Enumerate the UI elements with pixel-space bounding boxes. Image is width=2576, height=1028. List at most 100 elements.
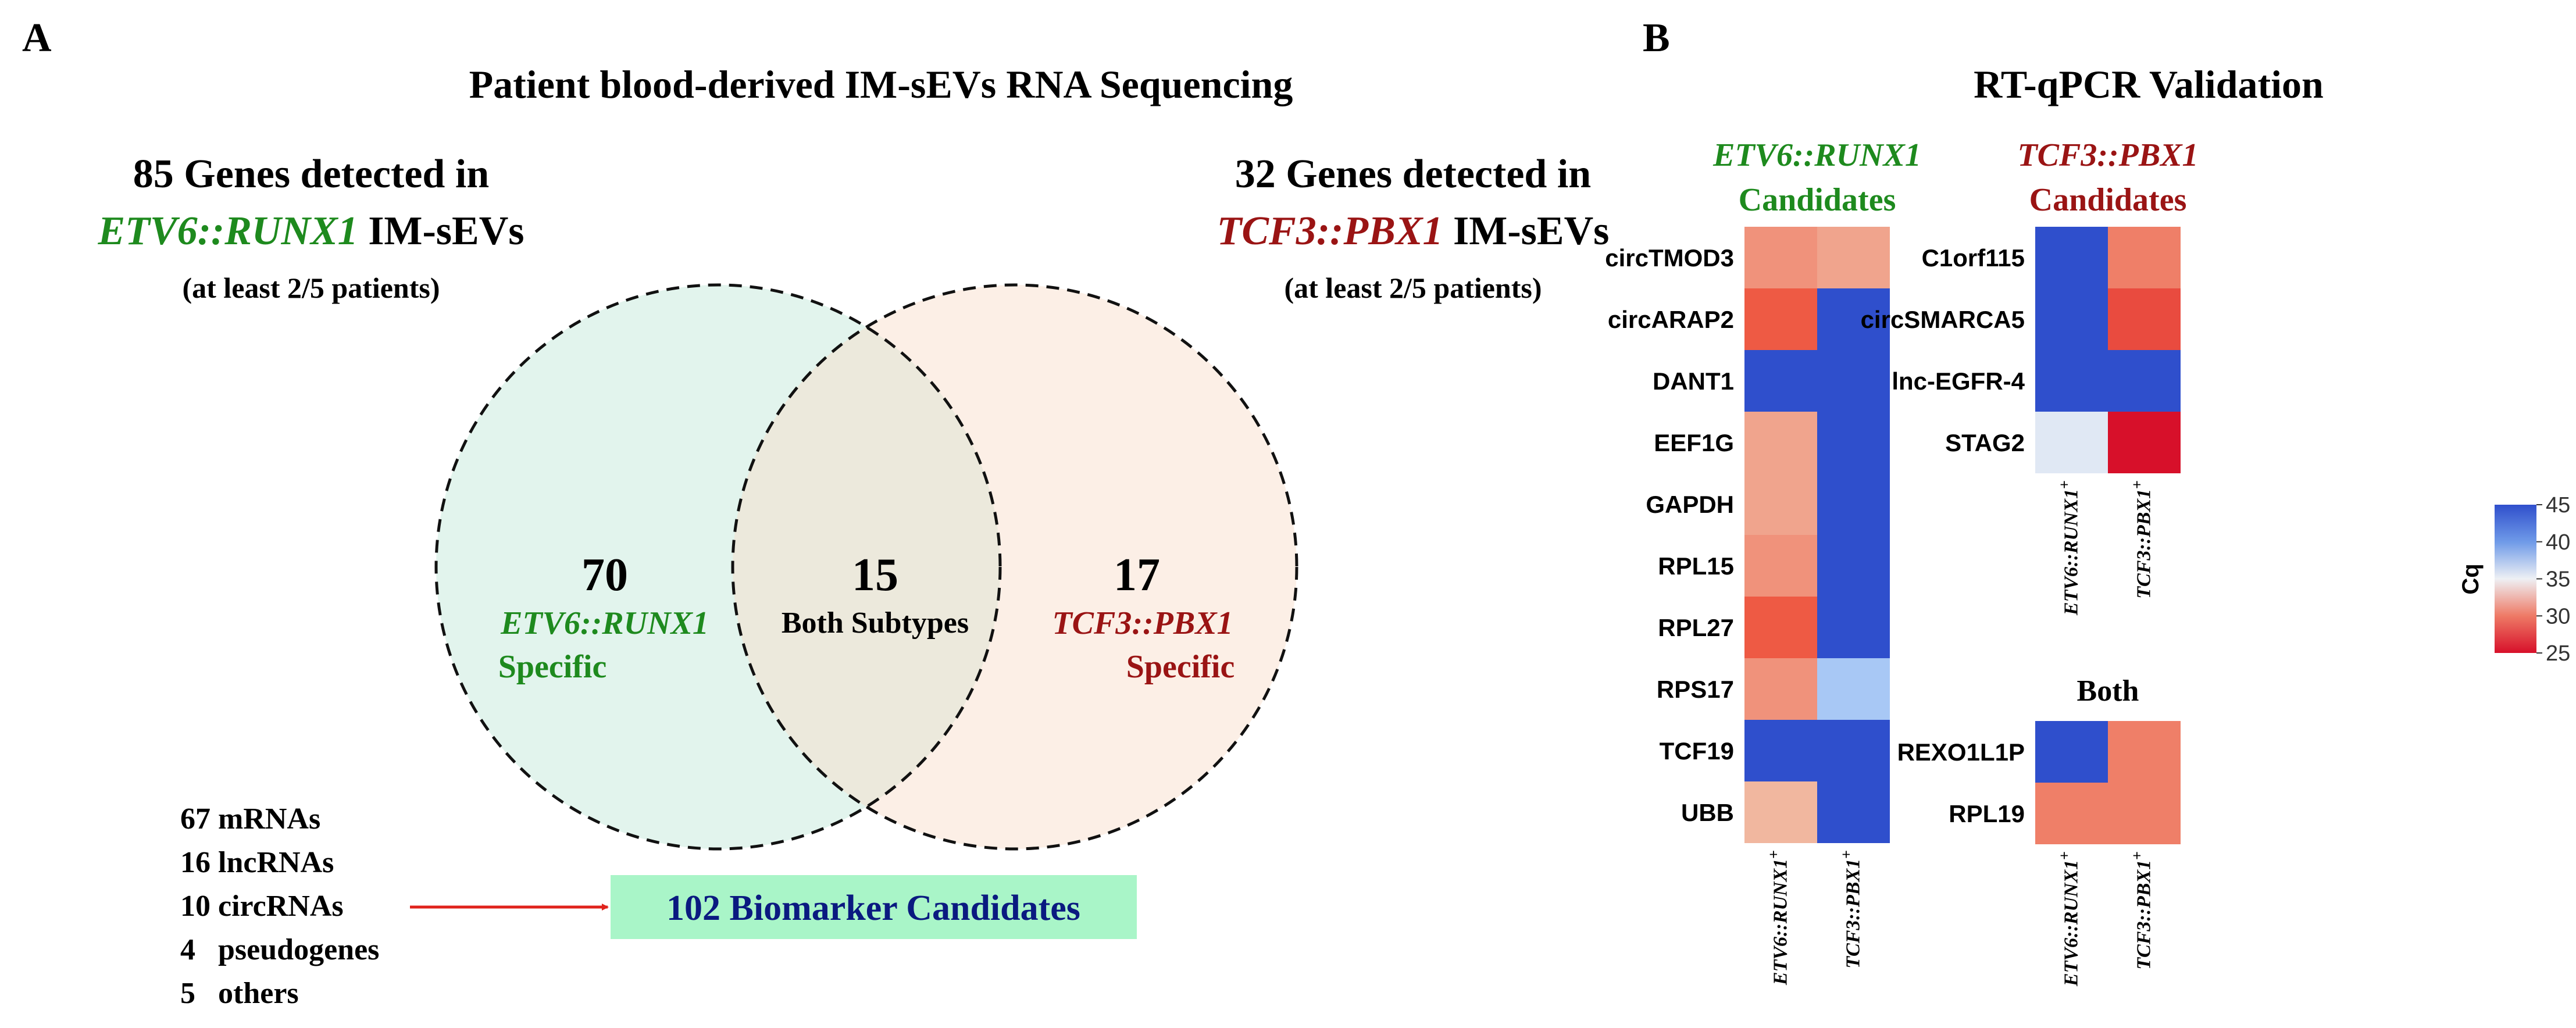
heatmap-column-label: ETV6::RUNX1+ [1765, 850, 1792, 986]
heatmap-cell [1744, 288, 1817, 350]
heatmap-cell [2108, 288, 2181, 350]
right-region-specific: Specific [1126, 649, 1235, 685]
panel-b: B RT-qPCR Validation ETV6::RUNX1Candidat… [1605, 16, 2570, 987]
venn-circle-left [434, 283, 1002, 851]
heatmap-cell [1744, 535, 1817, 597]
column-label-superscript: + [2056, 851, 2073, 860]
right-region-count: 17 [1114, 549, 1160, 601]
colorbar-tick-label: 35 [2546, 567, 2570, 592]
breakdown-item: 4 pseudogenes [180, 933, 379, 966]
colorbar-tick-label: 30 [2546, 604, 2570, 629]
colorbar-tick-label: 25 [2546, 641, 2570, 666]
heatmap-column-label: TCF3::PBX1+ [2129, 851, 2155, 970]
heatmap-group-title: Both [2077, 674, 2139, 708]
heatmap-group: TCF3::PBX1CandidatesC1orf115circSMARCA5l… [1861, 137, 2199, 616]
heatmap-cell [1744, 720, 1817, 781]
heatmap-cell [2108, 721, 2181, 783]
heatmap-row-label: STAG2 [1945, 429, 2025, 456]
heatmap-column-label: ETV6::RUNX1+ [2056, 480, 2082, 616]
right-region-subtype: TCF3::PBX1 [1052, 605, 1233, 641]
heatmap-cell [1744, 412, 1817, 473]
breakdown-item: 5 others [180, 977, 299, 1010]
heatmap-group-subtitle: Candidates [2029, 182, 2187, 218]
heatmap-cell [2035, 350, 2108, 412]
heatmap-row-label: RPS17 [1657, 676, 1734, 703]
heatmap-row-label: DANT1 [1653, 367, 1734, 395]
heatmap-row-label: C1orf115 [1922, 244, 2025, 272]
left-set-heading: 85 Genes detected in [133, 152, 489, 197]
heatmap-cell [1817, 535, 1890, 597]
heatmap-cell [1744, 350, 1817, 412]
breakdown-item: 67 mRNAs [180, 802, 320, 836]
column-label-superscript: + [2129, 480, 2146, 489]
heatmap-cell [1817, 350, 1890, 412]
column-label-text: TCF3::PBX1 [2133, 860, 2155, 970]
heatmap-cell [2108, 227, 2181, 288]
right-set-heading: 32 Genes detected in [1235, 152, 1591, 197]
colorbar-tick-label: 40 [2546, 530, 2570, 555]
heatmap-group-subtitle: Candidates [1739, 182, 1896, 218]
heatmap-group: ETV6::RUNX1 CandidatescircTMOD3circARAP2D… [1605, 137, 1921, 986]
heatmap-row-label: RPL27 [1658, 614, 1734, 641]
colorbar-ticks: 45 40 35 30 25 [2536, 493, 2570, 666]
heatmap-cell [2035, 412, 2108, 473]
heatmap-row-label: REXO1L1P [1897, 738, 2025, 766]
left-set-suffix: IM-sEVs [358, 209, 525, 254]
column-label-text: TCF3::PBX1 [1843, 859, 1864, 969]
venn-circle-right [731, 283, 1298, 851]
heatmap-cell [2035, 783, 2108, 844]
column-label-superscript: + [2056, 480, 2073, 489]
heatmap-cell [1817, 597, 1890, 658]
heatmap-cell [1817, 288, 1890, 350]
heatmap-cell [2108, 783, 2181, 844]
panel-a-title: Patient blood-derived IM-sEVs RNA Sequen… [469, 62, 1293, 106]
heatmap-cell [1817, 720, 1890, 781]
heatmap-cell [1817, 658, 1890, 720]
heatmap-row-label: TCF19 [1660, 737, 1734, 765]
heatmap-row-label: RPL19 [1949, 800, 2025, 827]
column-label-text: ETV6::RUNX1 [1770, 859, 1792, 986]
panel-a: A Patient blood-derived IM-sEVs RNA Sequ… [22, 16, 1609, 1010]
heatmap-group-title: TCF3::PBX1 [2017, 137, 2198, 173]
left-set-subtype-line: ETV6::RUNX1 IM-sEVs [97, 209, 524, 254]
heatmap-row-label: circARAP2 [1608, 306, 1734, 333]
column-label-superscript: + [2129, 851, 2146, 860]
left-region-count: 70 [581, 549, 628, 601]
left-set-note: (at least 2/5 patients) [183, 272, 440, 304]
right-set-suffix: IM-sEVs [1443, 209, 1610, 254]
overlap-label: Both Subtypes [782, 606, 969, 640]
heatmap-cell [2108, 412, 2181, 473]
column-label-superscript: + [1765, 850, 1782, 859]
heatmap-cell [1744, 597, 1817, 658]
colorbar-tick-label: 45 [2546, 493, 2570, 517]
column-label-superscript: + [1838, 850, 1855, 859]
heatmap-cell [1817, 473, 1890, 535]
left-set-subtype: ETV6::RUNX1 [97, 209, 358, 254]
right-set-subtype: TCF3::PBX1 [1217, 209, 1443, 254]
heatmap-cell [2035, 721, 2108, 783]
heatmap-cell [1744, 658, 1817, 720]
breakdown-item: 16 lncRNAs [180, 846, 334, 879]
right-set-note: (at least 2/5 patients) [1285, 272, 1542, 304]
heatmap-row-label: GAPDH [1646, 491, 1734, 518]
heatmap-cell [2035, 227, 2108, 288]
venn-overlap-fill [733, 285, 1000, 849]
heatmap-row-label: UBB [1681, 799, 1734, 826]
heatmap-row-label: circTMOD3 [1605, 244, 1734, 272]
heatmap-row-label: circSMARCA5 [1861, 306, 2025, 333]
left-region-specific: Specific [498, 649, 607, 685]
heatmap-area: ETV6::RUNX1CandidatescircTMOD3circARAP2D… [1605, 137, 2198, 987]
colorbar-label: Cq [2458, 563, 2484, 594]
heatmap-cell [1744, 227, 1817, 288]
panel-a-label: A [22, 16, 52, 60]
right-set-subtype-line: TCF3::PBX1 IM-sEVs [1217, 209, 1610, 254]
heatmap-cell [1744, 473, 1817, 535]
heatmap-cell [1817, 781, 1890, 843]
column-label-text: TCF3::PBX1 [2133, 489, 2155, 599]
result-box-label: 102 Biomarker Candidates [666, 888, 1080, 928]
panel-b-label: B [1643, 16, 1670, 60]
left-region-subtype: ETV6::RUNX1 [500, 605, 709, 641]
heatmap-cell [1744, 781, 1817, 843]
breakdown-item: 10 circRNAs [180, 890, 344, 923]
